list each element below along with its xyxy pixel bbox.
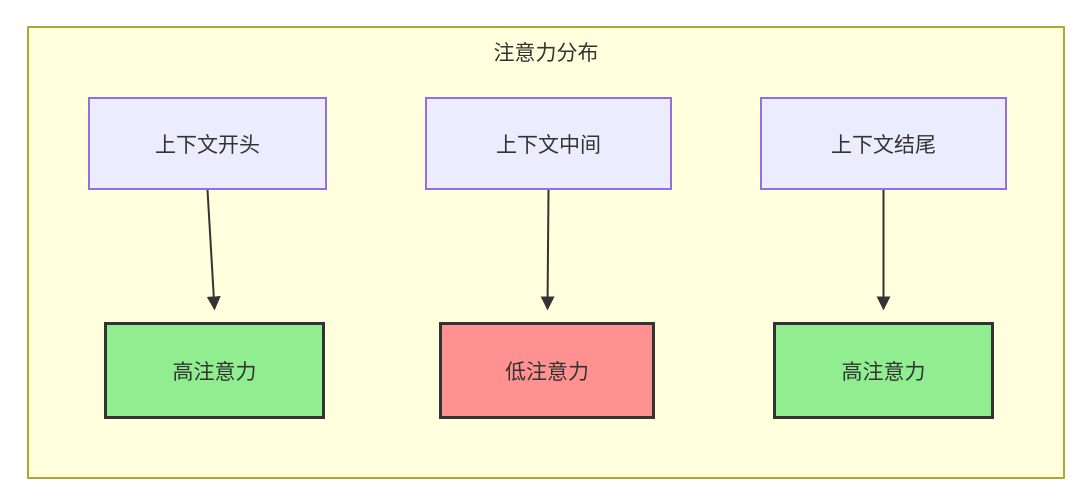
node-context-end: 上下文结尾	[760, 97, 1007, 190]
node-high-attention-right-label: 高注意力	[841, 360, 926, 384]
cluster-title: 注意力分布	[493, 42, 599, 65]
node-context-middle: 上下文中间	[425, 97, 672, 190]
edge-context-middle-to-low-attention	[540, 189, 555, 311]
edge-context-start-to-high-attention	[206, 189, 221, 311]
node-context-middle-label: 上下文中间	[496, 133, 601, 157]
node-context-end-label: 上下文结尾	[831, 133, 936, 157]
node-context-start-label: 上下文开头	[155, 133, 260, 157]
node-high-attention-left-label: 高注意力	[172, 360, 257, 384]
attention-distribution-cluster: 注意力分布 上下文开头 上下文中间 上下文结尾 高注意力 低注意力	[27, 26, 1065, 479]
node-low-attention-middle: 低注意力	[439, 322, 655, 419]
node-high-attention-left: 高注意力	[104, 322, 325, 419]
node-high-attention-right: 高注意力	[773, 322, 994, 419]
node-context-start: 上下文开头	[88, 97, 327, 190]
node-low-attention-middle-label: 低注意力	[505, 360, 589, 384]
